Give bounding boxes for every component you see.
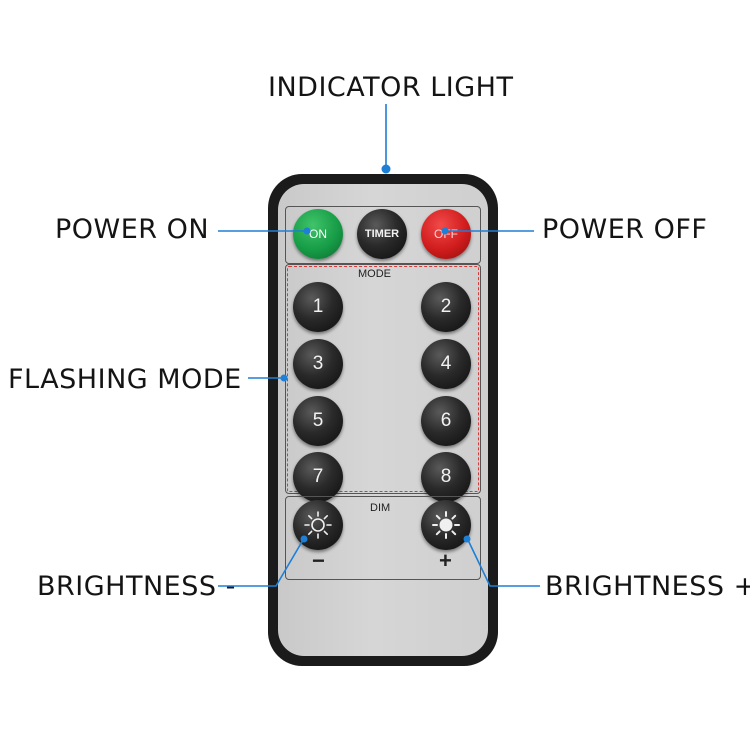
mode-label: MODE	[358, 268, 391, 280]
mode-button-3[interactable]: 3	[293, 339, 343, 389]
on-button[interactable]: ON	[293, 209, 343, 259]
mode-highlight-border	[287, 266, 479, 492]
mode-button-2[interactable]: 2	[421, 282, 471, 332]
power-panel	[285, 206, 481, 264]
mode-button-8[interactable]: 8	[421, 452, 471, 502]
brightness-minus-leader	[218, 539, 304, 587]
indicator-light-label: INDICATOR LIGHT	[268, 72, 514, 103]
sun-filled-icon	[432, 511, 460, 539]
sun-outline-icon	[304, 511, 332, 539]
brightness-down-button[interactable]	[293, 500, 343, 550]
minus-sign: −	[312, 548, 325, 573]
power-on-label: POWER ON	[55, 214, 210, 245]
mode-button-5[interactable]: 5	[293, 396, 343, 446]
dim-label: DIM	[370, 502, 391, 514]
mode-button-1[interactable]: 1	[293, 282, 343, 332]
power-off-dot	[441, 227, 449, 235]
brightness-minus-label: BRIGHTNESS -	[37, 571, 236, 602]
mode-button-6[interactable]: 6	[421, 396, 471, 446]
dim-panel	[285, 496, 481, 580]
brightness-plus-dot	[463, 535, 471, 543]
timer-button[interactable]: TIMER	[357, 209, 407, 259]
brightness-minus-dot	[300, 535, 308, 543]
power-off-label: POWER OFF	[542, 214, 708, 245]
indicator-dot	[381, 164, 391, 174]
flashing-mode-label: FLASHING MODE	[8, 364, 242, 395]
flashing-mode-dot	[280, 374, 288, 382]
mode-button-7[interactable]: 7	[293, 452, 343, 502]
brightness-plus-label: BRIGHTNESS +	[545, 571, 750, 602]
power-on-dot	[303, 227, 311, 235]
plus-sign: +	[439, 548, 452, 573]
brightness-plus-leader	[467, 539, 540, 587]
brightness-up-button[interactable]	[421, 500, 471, 550]
mode-button-4[interactable]: 4	[421, 339, 471, 389]
